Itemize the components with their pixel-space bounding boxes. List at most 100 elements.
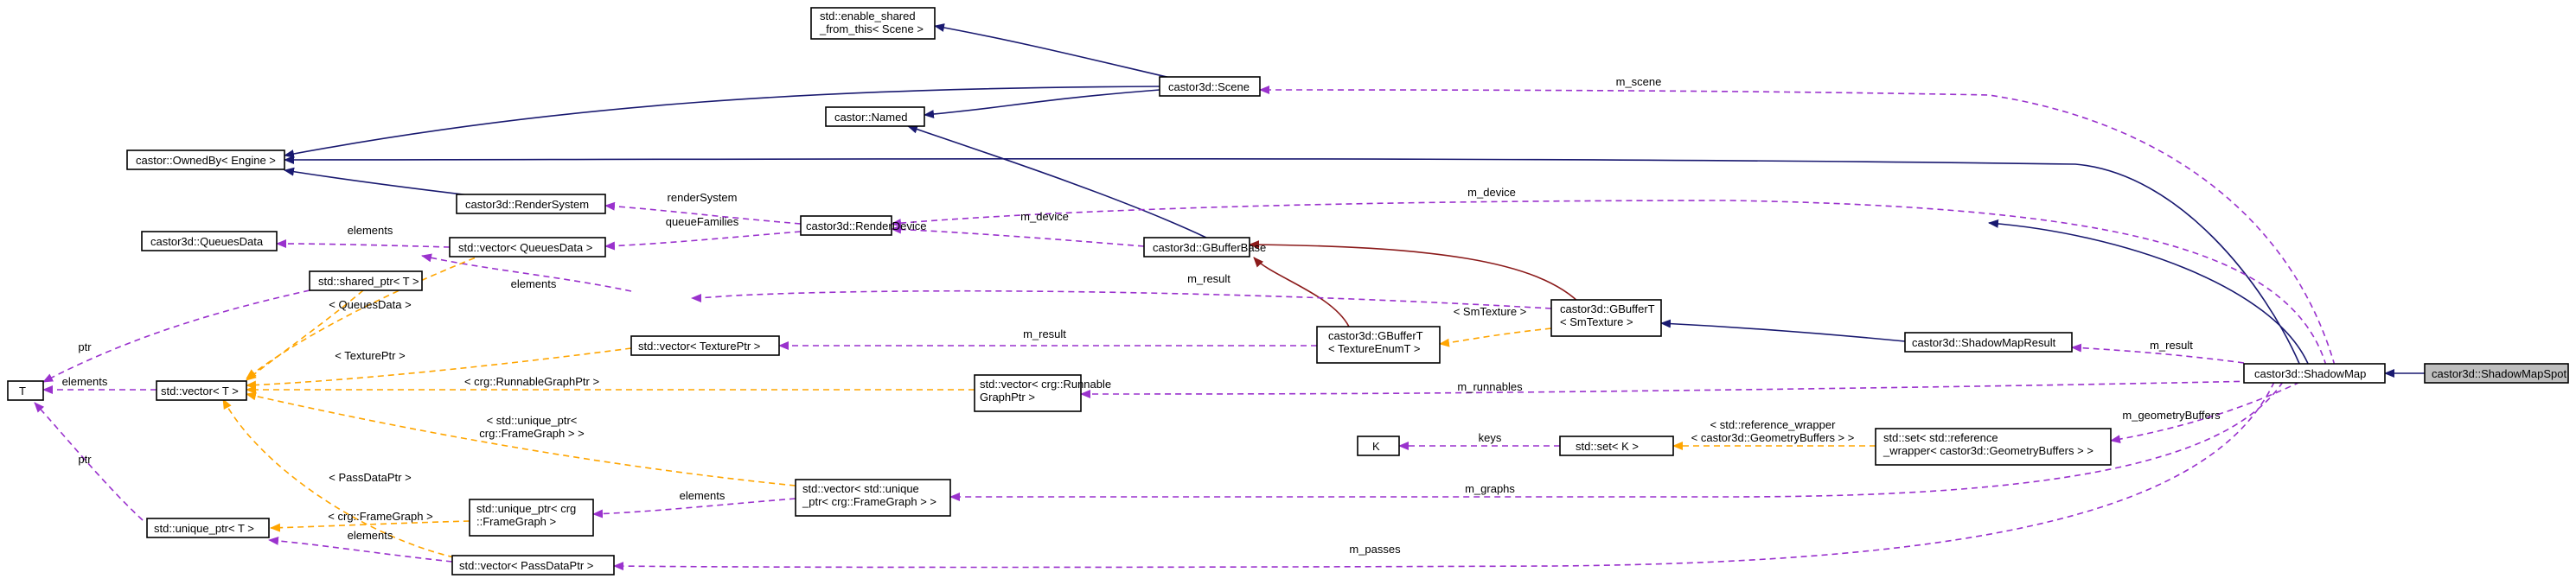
edge-m-result-right	[2071, 343, 2245, 364]
class-node-uniqueptr-framegraph[interactable]: std::unique_ptr< crg::FrameGraph >	[469, 499, 594, 537]
class-node-enable-shared-from-this-label: std::enable_shared_from_this< Scene >	[819, 10, 924, 35]
class-node-queuesdata[interactable]: castor3d::QueuesData	[141, 231, 278, 251]
edge-label-m-result-right: m_result	[2150, 339, 2193, 352]
class-node-k[interactable]: K	[1357, 436, 1400, 456]
text-line: std::set< K >	[1576, 440, 1639, 453]
text-line: crg::FrameGraph > >	[479, 427, 584, 440]
edge-label-m-geometrybuffers: m_geometryBuffers	[2122, 409, 2221, 422]
class-node-vector-passdataptr-label: std::vector< PassDataPtr >	[459, 559, 593, 572]
class-node-gbufferbase[interactable]: castor3d::GBufferBase	[1143, 237, 1266, 258]
class-node-vector-t[interactable]: std::vector< T >	[156, 380, 247, 401]
edge-label-runnable-tpl: < crg::RunnableGraphPtr >	[464, 375, 599, 388]
text-line: elements	[348, 529, 393, 542]
class-node-gbuffert-textureenumt-label: castor3d::GBufferT< TextureEnumT >	[1328, 329, 1423, 355]
edge-label-m-result-mid: m_result	[1023, 327, 1066, 340]
text-line: m_runnables	[1457, 380, 1523, 393]
text-line: _ptr< crg::FrameGraph > >	[802, 495, 936, 508]
text-line: castor::OwnedBy< Engine >	[136, 154, 276, 167]
text-line: _wrapper< castor3d::GeometryBuffers > >	[1882, 444, 2093, 457]
text-line: < std::unique_ptr<	[487, 414, 578, 427]
edge-shadowmapresult-gbuffert	[1660, 319, 1906, 342]
class-node-vector-queuesdata[interactable]: std::vector< QueuesData >	[449, 237, 606, 258]
class-node-gbuffert-textureenumt[interactable]: castor3d::GBufferT< TextureEnumT >	[1316, 326, 1441, 364]
class-node-vector-uniqueptr-framegraph-label: std::vector< std::unique_ptr< crg::Frame…	[802, 482, 936, 508]
edge-rd-device	[891, 225, 1145, 247]
edge-upt-elements	[268, 536, 453, 563]
text-line: elements	[62, 375, 108, 388]
class-node-shared-ptr[interactable]: std::shared_ptr< T >	[309, 270, 423, 291]
edge-m-device	[891, 200, 2327, 366]
class-node-renderdevice[interactable]: castor3d::RenderDevice	[800, 215, 926, 236]
edge-label-keys: keys	[1479, 431, 1502, 444]
class-node-ownedby-engine[interactable]: castor::OwnedBy< Engine >	[126, 149, 285, 170]
class-node-named[interactable]: castor::Named	[825, 106, 925, 127]
class-node-ownedby-engine-label: castor::OwnedBy< Engine >	[136, 154, 276, 167]
text-line: < QueuesData >	[329, 298, 411, 311]
edges	[34, 23, 2425, 571]
class-node-set-k-label: std::set< K >	[1576, 440, 1639, 453]
edge-label-m-passes: m_passes	[1349, 543, 1401, 556]
edge-sharedptr-tpl	[246, 289, 364, 381]
class-node-t[interactable]: T	[7, 380, 44, 401]
edge-m-result-top	[691, 289, 1552, 309]
edge-label-framegraph-tpl: < crg::FrameGraph >	[328, 510, 432, 523]
class-node-set-k[interactable]: std::set< K >	[1559, 436, 1674, 456]
class-node-gbuffert-smtexture[interactable]: castor3d::GBufferT< SmTexture >	[1550, 299, 1662, 337]
edge-uniqueptr-tpl	[246, 391, 796, 486]
class-node-rendersystem[interactable]: castor3d::RenderSystem	[456, 194, 606, 214]
text-line: m_result	[1187, 272, 1230, 285]
edge-shadowmap-ownedby	[284, 155, 2301, 366]
class-node-uniqueptr-t[interactable]: std::unique_ptr< T >	[146, 518, 270, 538]
edge-m-runnables	[1080, 379, 2292, 398]
edge-label-upt-elements: elements	[348, 529, 393, 542]
text-line: < TexturePtr >	[335, 349, 405, 362]
text-line: < std::reference_wrapper	[1710, 418, 1837, 431]
text-line: < crg::FrameGraph >	[328, 510, 432, 523]
text-line: _from_this< Scene >	[819, 22, 924, 35]
text-line: < castor3d::GeometryBuffers > >	[1691, 431, 1855, 444]
text-line: m_result	[2150, 339, 2193, 352]
class-node-enable-shared-from-this[interactable]: std::enable_shared_from_this< Scene >	[810, 7, 936, 40]
text-line: std::unique_ptr< T >	[154, 522, 254, 535]
text-line: std::vector< T >	[161, 385, 239, 397]
text-line: renderSystem	[668, 191, 738, 204]
edge-label-sm-texture: < SmTexture >	[1454, 305, 1527, 318]
text-line: GraphPtr >	[980, 391, 1035, 404]
text-line: m_device	[1020, 210, 1069, 223]
edge-label-qd-elements: elements	[348, 224, 393, 237]
text-line: m_scene	[1616, 75, 1662, 88]
text-line: castor3d::ShadowMap	[2254, 367, 2366, 380]
edge-label-sp-elements: elements	[511, 277, 557, 290]
class-node-scene[interactable]: castor3d::Scene	[1159, 76, 1261, 97]
text-line: castor3d::RenderSystem	[465, 198, 589, 211]
edge-label-rd-device: m_device	[1020, 210, 1069, 223]
class-node-vector-uniqueptr-framegraph[interactable]: std::vector< std::unique_ptr< crg::Frame…	[795, 479, 951, 517]
class-node-shadowmapspot[interactable]: castor3d::ShadowMapSpot	[2424, 363, 2569, 384]
class-node-set-reference-wrapper[interactable]: std::set< std::reference_wrapper< castor…	[1875, 428, 2112, 466]
class-node-shadowmapspot-label: castor3d::ShadowMapSpot	[2432, 367, 2566, 380]
edge-label-queuefamilies: queueFamilies	[666, 215, 739, 228]
text-line: std::enable_shared	[820, 10, 916, 22]
text-line: std::vector< PassDataPtr >	[459, 559, 593, 572]
class-node-vector-textureptr[interactable]: std::vector< TexturePtr >	[630, 335, 780, 356]
edge-label-m-runnables: m_runnables	[1457, 380, 1523, 393]
text-line: castor3d::GBufferBase	[1153, 241, 1266, 254]
text-line: std::vector< crg::Runnable	[980, 378, 1111, 391]
class-node-shadowmap[interactable]: castor3d::ShadowMap	[2243, 363, 2386, 384]
text-line: < SmTexture >	[1454, 305, 1527, 318]
class-node-shadowmap-label: castor3d::ShadowMap	[2254, 367, 2366, 380]
class-node-shared-ptr-label: std::shared_ptr< T >	[318, 275, 419, 288]
text-line: m_graphs	[1465, 482, 1515, 495]
class-node-vector-passdataptr[interactable]: std::vector< PassDataPtr >	[451, 555, 615, 575]
edge-shadowmap-gbufferbase	[1988, 219, 2310, 366]
edge-m-passes	[613, 381, 2275, 571]
class-node-set-reference-wrapper-label: std::set< std::reference_wrapper< castor…	[1882, 431, 2093, 457]
text-line: ptr	[78, 340, 92, 353]
class-node-shadowmapresult[interactable]: castor3d::ShadowMapResult	[1904, 332, 2073, 353]
class-node-vector-t-label: std::vector< T >	[161, 385, 239, 397]
edge-label-m-graphs: m_graphs	[1465, 482, 1515, 495]
edge-queuefamilies	[604, 231, 802, 251]
text-line: elements	[348, 224, 393, 237]
